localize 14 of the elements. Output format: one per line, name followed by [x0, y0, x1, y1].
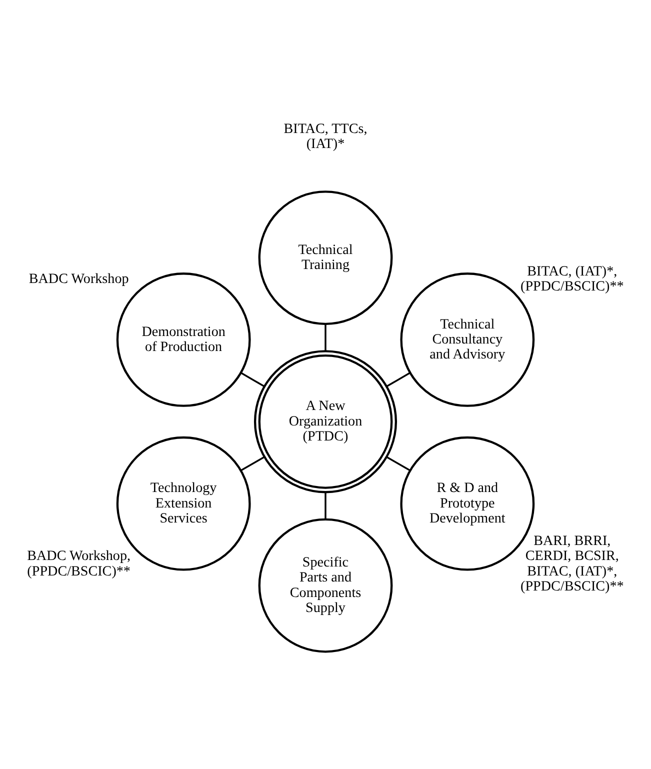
connector: [386, 372, 410, 387]
node-circle: A New Organization (PTDC): [254, 350, 398, 494]
connector: [240, 372, 265, 387]
node-label: BADC Workshop, (PPDC/BSCIC)**: [27, 548, 131, 580]
node-circle: Technical Training: [258, 190, 393, 325]
node-label: BITAC, (IAT)*, (PPDC/BSCIC)**: [520, 263, 624, 295]
node-circle: Specific Parts and Components Supply: [258, 518, 393, 653]
connector: [324, 324, 326, 351]
connector: [386, 456, 410, 472]
connector: [240, 456, 265, 472]
node-label: BITAC, TTCs, (IAT)*: [284, 120, 368, 152]
node-label: BARI, BRRI, CERDI, BCSIR, BITAC, (IAT)*, (PPDC/BSCIC)**: [520, 533, 624, 595]
node-label: BADC Workshop: [28, 270, 129, 287]
connector: [324, 492, 326, 520]
